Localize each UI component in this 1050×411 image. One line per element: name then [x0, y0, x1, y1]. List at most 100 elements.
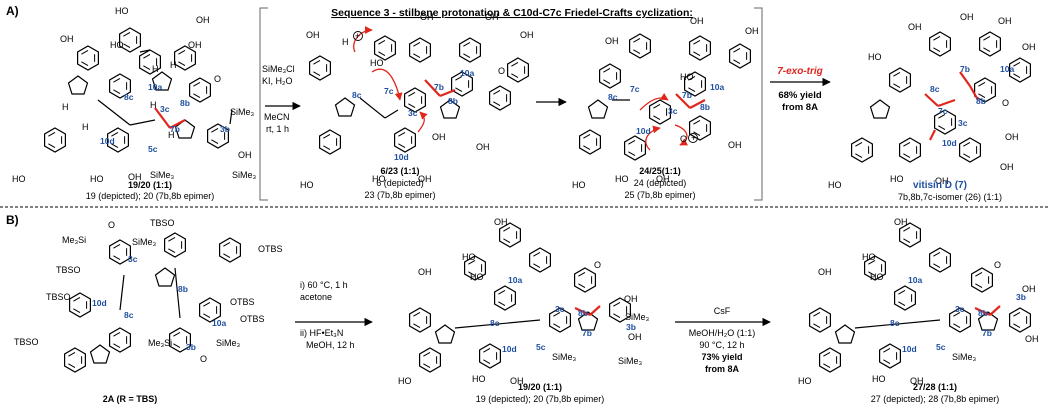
compound-27-28-structure	[808, 222, 1032, 373]
reagent-line: KI, H₂O	[262, 76, 293, 86]
atom-label-7b: 7b	[960, 64, 970, 74]
compound-6-23-note: 6 (depicted)	[376, 178, 424, 188]
ho-label: HO	[572, 180, 586, 190]
atom-label-10d: 10d	[636, 126, 651, 136]
ho-label: HO	[90, 174, 104, 184]
atom-label-8c: 8c	[490, 318, 500, 328]
oh-label: OH	[605, 36, 619, 46]
proton-label: H	[342, 37, 349, 47]
oh-label: OH	[196, 15, 210, 25]
atom-label-7c: 7c	[384, 86, 394, 96]
left-bracket	[259, 7, 268, 201]
compound-27-28-name: 27/28 (1:1)	[913, 382, 957, 392]
sime3-label: SiMe₃	[216, 338, 241, 348]
yield-label: 68% yield	[778, 90, 821, 101]
atom-label-10d: 10d	[394, 152, 409, 162]
o-label: O	[214, 74, 221, 84]
compound-19-20-structure	[43, 27, 233, 153]
plus-charge: +	[355, 31, 360, 41]
compound-27-28-note: 27 (depicted); 28 (7b,8b epimer)	[871, 394, 1000, 404]
ho-label: HO	[12, 174, 26, 184]
panel-b-label: B)	[6, 213, 19, 227]
atom-label-5c: 5c	[936, 342, 946, 352]
oh-label: OH	[960, 12, 974, 22]
atom-label-10a: 10a	[148, 82, 162, 92]
compound-19-20-structure	[409, 222, 632, 373]
ho-label: HO	[615, 174, 629, 184]
atom-label-7b: 7b	[434, 82, 444, 92]
reagent-line: rt, 1 h	[266, 124, 289, 134]
atom-label-8c: 8c	[124, 310, 134, 320]
compound-19-20-name: 19/20 (1:1)	[518, 382, 562, 392]
oh-label: OH	[418, 267, 432, 277]
oh-label: OH	[432, 132, 446, 142]
atom-label-3c: 3c	[958, 118, 968, 128]
atom-label-3b: 3b	[1016, 292, 1026, 302]
ho-label: HO	[472, 374, 486, 384]
atom-label-10d: 10d	[942, 138, 957, 148]
reagent-line: ii) HF•Et₃N	[300, 328, 343, 338]
sime3-label: SiMe₃	[625, 312, 650, 322]
atom-label-5c: 5c	[536, 342, 546, 352]
oh-label: OH	[188, 40, 202, 50]
atom-label-7c: 7c	[630, 84, 640, 94]
sequence-title: Sequence 3 - stilbene protonation & C10d…	[331, 7, 693, 19]
atom-label-3c: 3c	[408, 108, 418, 118]
compound-19-20-name: 19/20 (1:1)	[128, 180, 172, 190]
sime3-label: SiMe₃	[230, 107, 255, 117]
atom-label-8c: 8c	[352, 90, 362, 100]
compound-6-23-note: 23 (7b,8b epimer)	[364, 190, 435, 200]
tbso-label: TBSO	[56, 265, 81, 275]
ho-label: HO	[462, 252, 476, 262]
oh-label: OH	[656, 174, 670, 184]
oh-label: OH	[1005, 132, 1019, 142]
sime3-label: SiMe₃	[232, 170, 257, 180]
sime3-label: SiMe₃	[132, 237, 157, 247]
oh-label: OH	[128, 172, 142, 182]
oh-label: OH	[485, 12, 499, 22]
oh-label: OH	[690, 16, 704, 26]
atom-label-10a: 10a	[460, 68, 474, 78]
otbs-label: OTBS	[240, 314, 265, 324]
compound-19-20-note: 19 (depicted); 20 (7b,8b epimer)	[86, 191, 215, 201]
sime3-label: SiMe₃	[952, 352, 977, 362]
compound-19-20-note: 19 (depicted); 20 (7b,8b epimer)	[476, 394, 605, 404]
atom-label-10a: 10a	[1000, 64, 1014, 74]
atom-label-5c: 5c	[148, 144, 158, 154]
atom-label-8b: 8b	[448, 96, 458, 106]
ho-label: HO	[828, 180, 842, 190]
oh-label: OH	[1000, 162, 1014, 172]
tbso-label: TBSO	[46, 292, 71, 302]
sime3-label: SiMe₃	[552, 352, 577, 362]
oh-label: OH	[908, 22, 922, 32]
otbs-label: OTBS	[258, 244, 283, 254]
me3si-label: Me₃Si	[148, 338, 172, 348]
oh-label: OH	[60, 34, 74, 44]
otbs-label: OTBS	[230, 297, 255, 307]
o-label: O	[1002, 98, 1009, 108]
ho-label: HO	[300, 180, 314, 190]
reagent-line: acetone	[300, 292, 332, 302]
atom-label-10d: 10d	[502, 344, 517, 354]
oh-label: OH	[418, 174, 432, 184]
atom-label-8b: 8b	[700, 102, 710, 112]
compound-6-23-structure	[309, 26, 530, 155]
atom-label-3b: 3b	[220, 124, 230, 134]
oh-label: OH	[745, 26, 759, 36]
reagent-line: i) 60 °C, 1 h	[300, 280, 348, 290]
yield-label: 73% yield	[701, 352, 742, 362]
compound-2a-structure	[63, 232, 241, 373]
o-label: O	[108, 220, 115, 230]
h-label: H	[150, 100, 157, 110]
atom-label-8c: 8c	[608, 92, 618, 102]
reagent-line: CsF	[714, 306, 731, 316]
atom-label-8c: 8c	[124, 92, 134, 102]
compound-24-25-note: 24 (depicted)	[634, 178, 687, 188]
atom-label-3c: 3c	[668, 106, 678, 116]
yield-source: from 8A	[782, 102, 818, 113]
tbso-label: TBSO	[14, 337, 39, 347]
oh-label: OH	[998, 16, 1012, 26]
oh-label: OH	[1025, 334, 1039, 344]
atom-label-10a: 10a	[212, 318, 226, 328]
oh-label: OH	[520, 30, 534, 40]
